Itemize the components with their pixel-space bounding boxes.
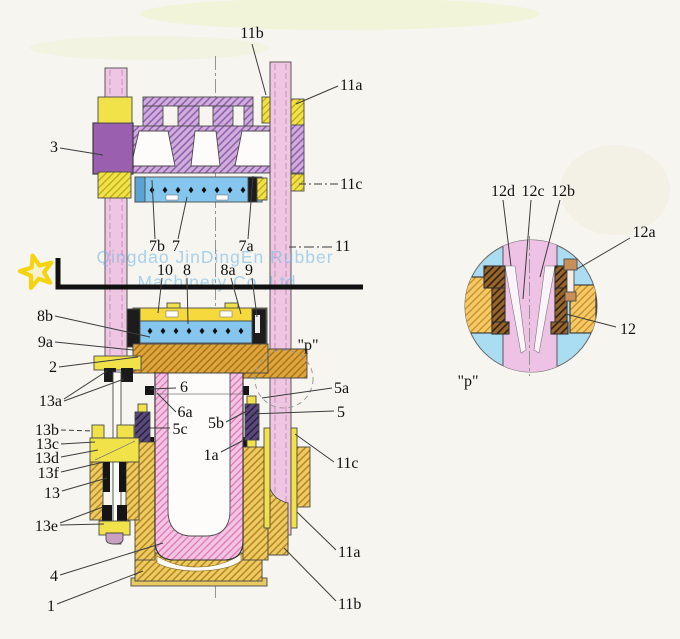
part-label-2: 2 <box>49 359 57 376</box>
column-flange <box>263 427 311 529</box>
part-label-12a: 12a <box>632 224 655 241</box>
watermark-line1: Qingdao JinDingEn Rubber <box>96 247 333 267</box>
platen-assembly <box>126 302 308 449</box>
part-label-9: 9 <box>245 262 253 279</box>
p-reference-label: "p" <box>297 337 318 354</box>
crosshead-right-block <box>290 123 305 174</box>
detail-leader-lines <box>502 199 631 328</box>
detail-reference-circle <box>254 349 314 409</box>
part-label-8: 8 <box>183 262 191 279</box>
guide-bush-5b <box>244 403 260 441</box>
p-reference-label-detail: "p" <box>457 373 478 390</box>
part-label-13a: 13a <box>39 393 62 410</box>
part-label-7a: 7a <box>238 238 253 255</box>
part-label-13c: 13c <box>36 436 59 453</box>
top-crosshead <box>92 96 305 175</box>
part-label-5c: 5c <box>172 421 187 438</box>
part-label-11a-top: 11a <box>340 77 363 94</box>
part-label-13d: 13d <box>35 450 59 467</box>
star-marker <box>17 253 54 290</box>
part-label-8a: 8a <box>220 262 235 279</box>
part-label-1: 1 <box>47 598 55 615</box>
part-label-11: 11 <box>335 238 350 255</box>
part-label-11b-top: 11b <box>240 25 263 42</box>
part-label-8b: 8b <box>37 308 53 325</box>
part-label-7: 7 <box>172 238 180 255</box>
part-label-9a: 9a <box>38 334 53 351</box>
detail-view-p: 12d 12c 12b 12a 12 "p" <box>457 183 655 390</box>
detail-bore-left <box>504 265 527 354</box>
right-column <box>269 61 292 554</box>
part-label-5a: 5a <box>334 380 349 397</box>
crosshead-left-block <box>92 122 134 175</box>
main-leader-lines <box>54 43 339 605</box>
main-labels: 11b 11a 3 11c 7b 7 7a 11 10 8 8a 9 8b 9a… <box>35 25 363 615</box>
detail-column-section <box>502 240 558 372</box>
part-label-12c: 12c <box>521 183 544 200</box>
section-datum-mark <box>55 258 363 290</box>
tie-rod-nuts <box>97 96 305 199</box>
part-label-11a-lower: 11a <box>338 544 361 561</box>
part-label-5: 5 <box>337 404 345 421</box>
part-label-7b: 7b <box>149 238 165 255</box>
part-label-13: 13 <box>44 485 60 502</box>
part-label-6: 6 <box>180 379 188 396</box>
part-label-11c-lower: 11c <box>336 455 359 472</box>
part-label-11c-top: 11c <box>340 176 363 193</box>
part-label-12: 12 <box>620 321 636 338</box>
detail-bore-right <box>533 265 556 354</box>
part-label-11b-lower: 11b <box>338 596 361 613</box>
part-label-13f: 13f <box>38 465 60 482</box>
container-body-1 <box>130 441 289 587</box>
part-label-10: 10 <box>157 262 173 279</box>
main-section-view <box>89 56 314 598</box>
part-label-3: 3 <box>50 139 58 156</box>
part-label-13b: 13b <box>35 422 59 439</box>
part-label-12b: 12b <box>551 183 575 200</box>
part-label-12d: 12d <box>491 183 515 200</box>
upper-plate-7 <box>134 176 268 203</box>
detail-labels: 12d 12c 12b 12a 12 "p" <box>457 183 655 390</box>
ejector-unit-13 <box>89 355 142 545</box>
part-label-1a: 1a <box>203 447 218 464</box>
part-label-4: 4 <box>50 568 58 585</box>
mold-liner-4 <box>154 372 244 561</box>
lower-plate-8 <box>132 320 268 344</box>
part-label-13e: 13e <box>35 518 58 535</box>
part-label-5b: 5b <box>208 415 224 432</box>
part-label-6a: 6a <box>177 404 192 421</box>
container-bottom-gap <box>156 553 242 572</box>
detail-bolt-12a <box>563 258 578 302</box>
plate-8-marks <box>147 327 244 335</box>
